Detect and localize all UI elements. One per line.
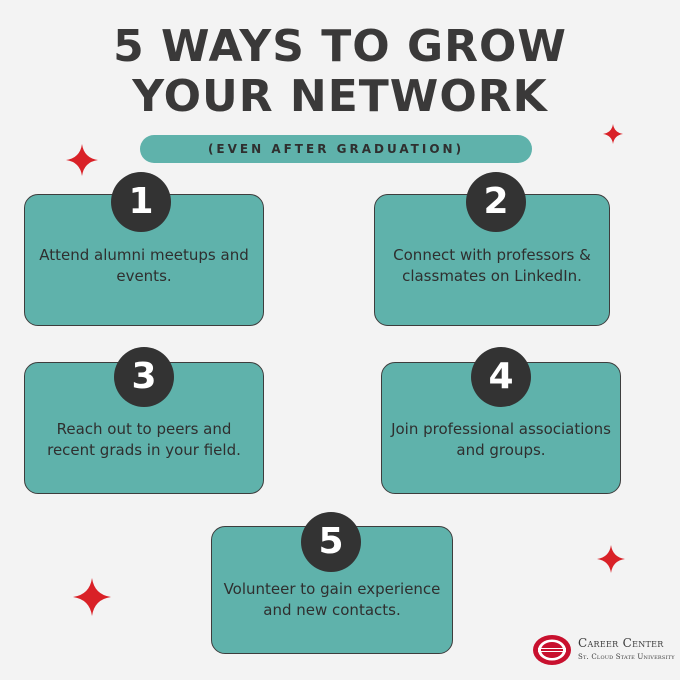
way-text-5: Volunteer to gain experience and new con… <box>223 580 441 619</box>
way-number-4: 4 <box>471 347 531 407</box>
way-number-1: 1 <box>111 172 171 232</box>
way-text-1: Attend alumni meetups and events. <box>39 246 249 285</box>
way-text-2: Connect with professors & classmates on … <box>393 246 591 285</box>
sparkle-icon <box>597 545 625 573</box>
scsu-logo-icon <box>533 635 571 665</box>
way-card-5: Volunteer to gain experience and new con… <box>211 526 453 654</box>
way-number-3: 3 <box>114 347 174 407</box>
footer-line-2: St. Cloud State University <box>578 653 675 661</box>
way-number-2: 2 <box>466 172 526 232</box>
sparkle-icon <box>66 144 98 176</box>
way-text-4: Join professional associations and group… <box>391 420 611 459</box>
sparkle-icon <box>603 124 623 144</box>
subtitle-text: (EVEN AFTER GRADUATION) <box>207 142 465 156</box>
way-text-3: Reach out to peers and recent grads in y… <box>47 420 241 459</box>
title-line-2: YOUR NETWORK <box>132 71 548 122</box>
subtitle-pill: (EVEN AFTER GRADUATION) <box>140 135 532 163</box>
title-line-1: 5 WAYS TO GROW <box>113 21 567 72</box>
way-number-5: 5 <box>301 512 361 572</box>
sparkle-icon <box>73 578 111 616</box>
footer-line-1: Career Center <box>578 636 664 650</box>
